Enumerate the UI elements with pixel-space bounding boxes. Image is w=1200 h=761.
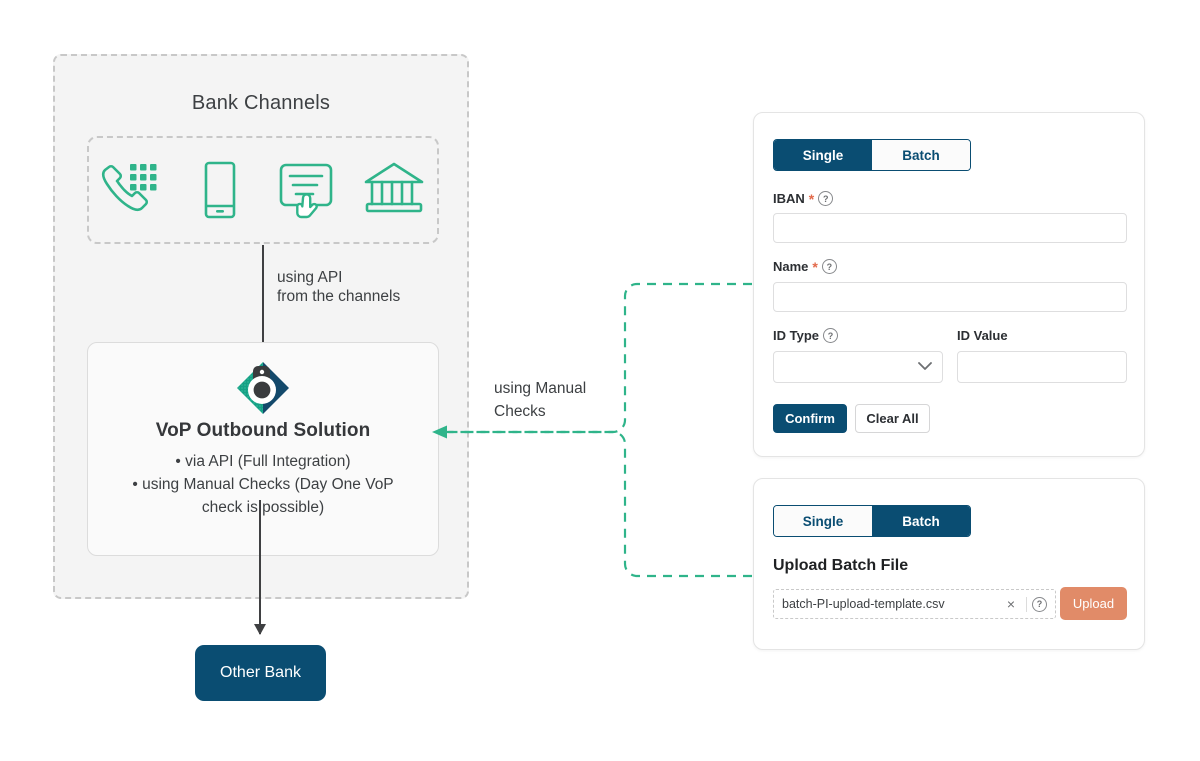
manual-checks-label: using Manual Checks	[494, 380, 587, 420]
tab-batch[interactable]: Batch	[872, 506, 970, 536]
confirm-button[interactable]: Confirm	[773, 404, 847, 433]
bank-building-icon	[364, 162, 423, 213]
batch-upload-card: Single Batch Upload Batch File batch-PI-…	[753, 478, 1145, 650]
id-type-select[interactable]	[773, 351, 943, 383]
vop-brand-logo	[237, 362, 289, 414]
iban-label: IBAN * ?	[773, 190, 834, 207]
uploaded-file-name: batch-PI-upload-template.csv	[782, 597, 945, 611]
single-card-tabs: Single Batch	[773, 139, 971, 171]
vop-bullet-item: • via API (Full Integration)	[175, 453, 351, 470]
name-label: Name * ?	[773, 259, 837, 274]
name-help-icon[interactable]: ?	[821, 259, 837, 274]
api-flow-label: using API from the channels	[277, 269, 401, 305]
clear-all-button[interactable]: Clear All	[855, 404, 930, 433]
other-bank-label: Other Bank	[220, 664, 301, 681]
iban-required-asterisk: *	[808, 190, 815, 207]
mobile-phone-icon	[204, 161, 235, 219]
single-check-card: Single Batch IBAN * ? Name * ? ID Type ?…	[753, 112, 1145, 457]
id-type-label-text: ID Type	[773, 328, 819, 343]
bank-channels-title: Bank Channels	[191, 92, 331, 114]
vop-title: VoP Outbound Solution	[155, 420, 371, 441]
other-bank-arrow	[254, 500, 266, 635]
divider	[1026, 596, 1027, 612]
tab-single[interactable]: Single	[774, 140, 872, 170]
id-type-select-wrap	[773, 351, 943, 383]
tab-batch[interactable]: Batch	[872, 140, 970, 170]
id-value-label: ID Value	[957, 328, 1008, 343]
channels-icon-row	[87, 136, 439, 244]
vop-outbound-solution-box: VoP Outbound Solution • via API (Full In…	[87, 342, 439, 556]
phone-keypad-icon	[101, 164, 156, 212]
file-drop-field[interactable]: batch-PI-upload-template.csv × ?	[773, 589, 1056, 619]
iban-input[interactable]	[773, 213, 1127, 243]
name-input[interactable]	[773, 282, 1127, 312]
iban-help-icon[interactable]: ?	[818, 191, 834, 206]
iban-label-text: IBAN	[773, 191, 805, 206]
name-label-text: Name	[773, 259, 809, 274]
upload-batch-file-title: Upload Batch File	[773, 557, 909, 574]
upload-button[interactable]: Upload	[1060, 587, 1127, 620]
online-banking-click-icon	[279, 163, 332, 219]
batch-card-tabs: Single Batch	[773, 505, 971, 537]
name-required-asterisk: *	[812, 258, 818, 275]
id-type-label: ID Type ?	[773, 328, 838, 343]
vop-bullet-list: • via API (Full Integration) • using Man…	[88, 450, 438, 519]
upload-help-icon[interactable]: ?	[1032, 596, 1047, 612]
id-value-label-text: ID Value	[957, 328, 1008, 343]
clear-file-icon[interactable]: ×	[1006, 596, 1015, 612]
id-value-input[interactable]	[957, 351, 1127, 383]
other-bank-node: Other Bank	[195, 645, 326, 701]
vop-bullet-item: • using Manual Checks (Day One VoP check…	[132, 476, 394, 516]
id-type-help-icon[interactable]: ?	[823, 328, 838, 343]
bank-channels-group: Bank Channels	[53, 54, 469, 599]
tab-single[interactable]: Single	[774, 506, 872, 536]
